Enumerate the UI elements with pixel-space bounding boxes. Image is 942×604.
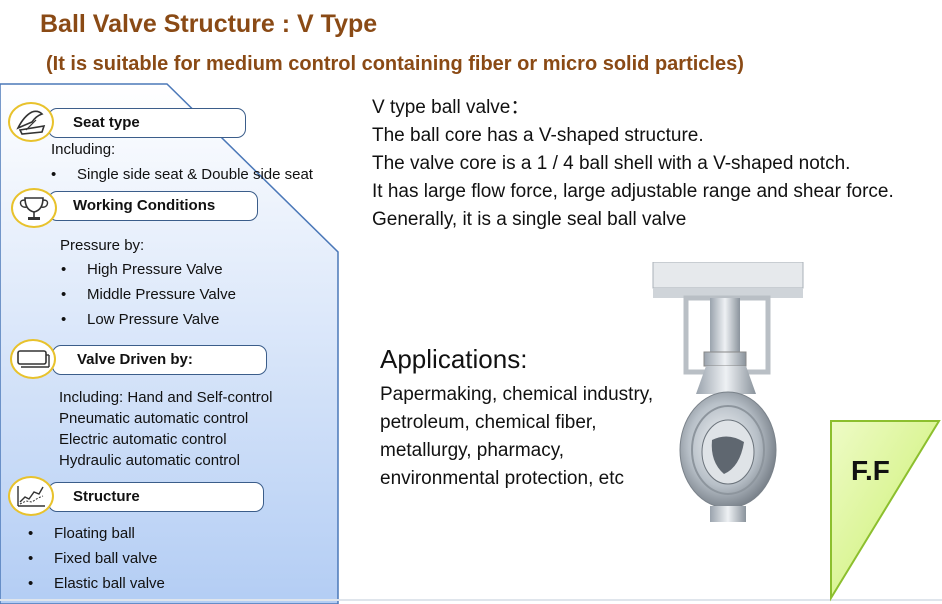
ff-logo-text: F.F xyxy=(851,455,890,486)
seat-icon xyxy=(8,102,54,142)
valve-driven-line: Including: Hand and Self-control xyxy=(59,389,273,406)
chart-icon xyxy=(8,476,54,516)
description-line: The valve core is a 1 / 4 ball shell wit… xyxy=(372,153,851,174)
list-item: Elastic ball valve xyxy=(28,571,165,596)
description-line: Generally, it is a single seal ball valv… xyxy=(372,209,687,230)
valve-driven-line: Pneumatic automatic control xyxy=(59,410,249,427)
valve-driven-line: Electric automatic control xyxy=(59,431,227,448)
list-item: Single side seat & Double side seat xyxy=(51,162,313,187)
page-title: Ball Valve Structure : V Type xyxy=(40,10,378,38)
pipe-icon xyxy=(10,339,56,379)
applications-text: Papermaking, chemical industry, petroleu… xyxy=(380,384,654,489)
list-item: Fixed ball valve xyxy=(28,546,165,571)
working-conditions-intro: Pressure by: xyxy=(60,237,145,254)
page-subtitle: (It is suitable for medium control conta… xyxy=(46,53,744,75)
working-conditions-heading: Working Conditions xyxy=(48,191,258,221)
list-item: High Pressure Valve xyxy=(61,257,236,282)
applications-heading: Applications: xyxy=(380,344,528,374)
valve-driven-line: Hydraulic automatic control xyxy=(59,452,240,469)
ff-logo-shape xyxy=(830,420,941,602)
description-line: The ball core has a V-shaped structure. xyxy=(372,125,704,146)
valve-description: V type ball valve： The ball core has a V… xyxy=(372,94,917,234)
seat-type-intro: Including: xyxy=(51,141,116,158)
trophy-icon xyxy=(11,188,57,228)
valve-driven-heading: Valve Driven by: xyxy=(52,345,267,375)
structure-list: Floating ball Fixed ball valve Elastic b… xyxy=(28,521,165,596)
structure-heading: Structure xyxy=(48,482,264,512)
description-line: V type ball valve： xyxy=(372,97,530,118)
seat-type-list: Single side seat & Double side seat xyxy=(51,162,313,187)
list-item: Middle Pressure Valve xyxy=(61,282,236,307)
list-item: Low Pressure Valve xyxy=(61,307,236,332)
description-line: It has large flow force, large adjustabl… xyxy=(372,181,894,202)
v-ball-valve-image xyxy=(652,262,804,522)
list-item: Floating ball xyxy=(28,521,165,546)
seat-type-heading: Seat type xyxy=(48,108,246,138)
working-conditions-list: High Pressure Valve Middle Pressure Valv… xyxy=(61,257,236,332)
